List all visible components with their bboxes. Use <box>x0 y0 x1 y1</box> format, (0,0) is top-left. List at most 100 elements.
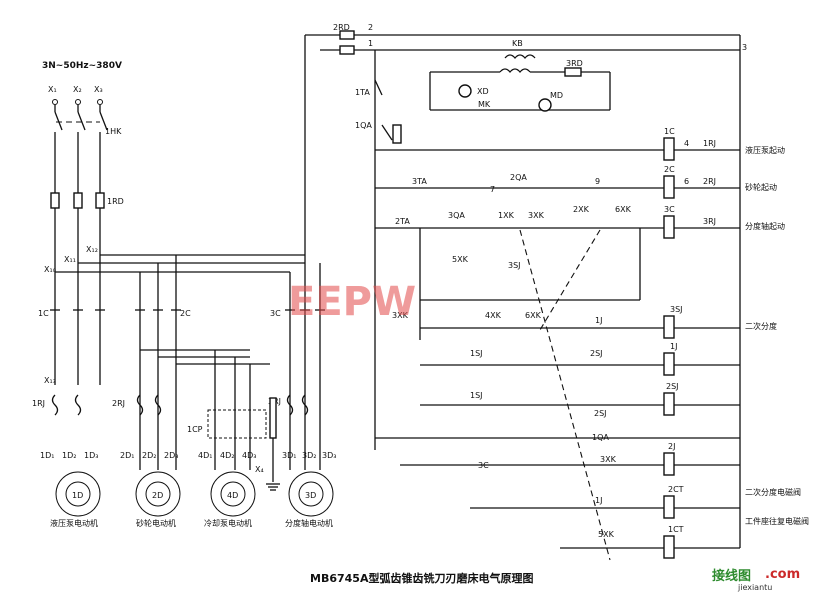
rj2-label: 2RJ <box>112 399 125 408</box>
lamp-circuit: KB 3RD XD MD MK <box>429 39 611 112</box>
rj3-ctrl-label: 3RJ <box>703 217 716 226</box>
svg-text:4D₂: 4D₂ <box>220 451 234 460</box>
wire-1: 1 <box>368 39 373 48</box>
rj1-ctrl-label: 1RJ <box>703 139 716 148</box>
rung-label-2: 砂轮起动 <box>745 182 777 192</box>
sj2b-label: 2SJ <box>594 409 607 418</box>
rung-label-6: 工件座往复电磁阀 <box>745 516 809 526</box>
coil-3sj <box>663 315 675 339</box>
diagram-title: MB6745A型弧齿锥齿铣刀刃磨床电气原理图 <box>310 571 533 585</box>
main-switch <box>52 99 108 140</box>
rj1-label: 1RJ <box>32 399 45 408</box>
coil-1c <box>663 137 675 161</box>
coil-1j <box>663 352 675 376</box>
coil-2j-label: 2J <box>668 442 675 451</box>
svg-text:2D₂: 2D₂ <box>142 451 156 460</box>
xk2-label: 2XK <box>573 205 590 214</box>
c3-label: 3C <box>270 309 281 318</box>
xk4-label: 4XK <box>485 311 502 320</box>
wire-4: 4 <box>684 139 689 148</box>
phase-label-1: X₁ <box>48 85 57 94</box>
j1b-label: 1J <box>595 496 602 505</box>
qa3-label: 3QA <box>448 211 465 220</box>
svg-text:1D₁: 1D₁ <box>40 451 54 460</box>
coil-3sj-label: 3SJ <box>670 305 683 314</box>
rj2-ctrl-label: 2RJ <box>703 177 716 186</box>
motor-3d: 3D₁ 3D₂ 3D₃ 3D <box>282 451 336 517</box>
c2-label: 2C <box>180 309 191 318</box>
mechanical-link-2 <box>539 229 601 331</box>
fuse-1rd <box>50 192 105 209</box>
sj2-label: 2SJ <box>590 349 603 358</box>
watermark: EEPW <box>288 279 416 325</box>
coil-1c-label: 1C <box>664 127 675 136</box>
x13-label: X₁₃ <box>44 376 56 385</box>
svg-text:2D₁: 2D₁ <box>120 451 134 460</box>
rung-label-3: 分度轴起动 <box>745 221 785 231</box>
xk3-label: 3XK <box>528 211 545 220</box>
coolant-branch <box>140 349 280 491</box>
mechanical-link-1 <box>519 229 611 561</box>
c3-ctrl-label: 3C <box>478 461 489 470</box>
xk5-label: 5XK <box>452 255 469 264</box>
motor-1d: 1D₁ 1D₂ 1D₃ 1D <box>40 451 101 517</box>
coil-1ct <box>663 535 675 559</box>
xk6b-label: 6XK <box>525 311 542 320</box>
x10-label: X₁₀ <box>44 265 56 274</box>
svg-text:3D₂: 3D₂ <box>302 451 316 460</box>
rung-label-4: 二次分度 <box>745 321 777 331</box>
c1-label: 1C <box>38 309 49 318</box>
wire-6: 6 <box>684 177 689 186</box>
phase-label-2: X₂ <box>73 85 82 94</box>
xk5b-label: 5XK <box>598 530 615 539</box>
rung-label-5: 二次分度电磁阀 <box>745 487 801 497</box>
svg-text:3RD: 3RD <box>566 59 583 68</box>
svg-text:4D₃: 4D₃ <box>242 451 256 460</box>
svg-text:2D: 2D <box>152 491 163 500</box>
motor-4d: 4D₁ 4D₂ 4D₃ 4D <box>198 451 256 517</box>
coil-2ct <box>663 495 675 519</box>
x11-label: X₁₁ <box>64 255 76 264</box>
motor-4d-name: 冷却泵电动机 <box>204 518 252 528</box>
ta2-label: 3TA <box>412 177 427 186</box>
fuse-control <box>339 45 355 55</box>
svg-text:2D₃: 2D₃ <box>164 451 178 460</box>
xf-label: X₄ <box>255 465 264 474</box>
svg-text:1D₃: 1D₃ <box>84 451 98 460</box>
thermal-relays <box>51 394 309 416</box>
coil-3c-label: 3C <box>664 205 675 214</box>
cp-label: 1CP <box>187 425 203 434</box>
qa1-label: 1QA <box>355 121 372 130</box>
rd1-label: 1RD <box>107 197 124 206</box>
wire-9: 9 <box>595 177 600 186</box>
svg-text:XD: XD <box>477 87 489 96</box>
xk-side-label: 3XK <box>392 311 409 320</box>
coil-1ct-label: 1CT <box>668 525 684 534</box>
xk6-label: 6XK <box>615 205 632 214</box>
coil-2ct-label: 2CT <box>668 485 684 494</box>
qa2-label: 2QA <box>510 173 527 182</box>
coil-2c <box>663 175 675 199</box>
supply-label: 3N~50Hz~380V <box>42 61 122 71</box>
coil-1j-label: 1J <box>670 342 677 351</box>
motor-2d: 2D₁ 2D₂ 2D₃ 2D <box>120 451 181 517</box>
phase-label-3: X₃ <box>94 85 103 94</box>
svg-text:3D: 3D <box>305 491 316 500</box>
svg-text:MK: MK <box>478 100 491 109</box>
coil-2j <box>663 452 675 476</box>
wire-3: 3 <box>742 43 747 52</box>
footer-site: jiexiantu <box>737 583 772 592</box>
ta1-label: 1TA <box>355 88 370 97</box>
coil-3c <box>663 215 675 239</box>
rd2-label: 2RD <box>333 23 350 32</box>
coil-2sj-label: 2SJ <box>666 382 679 391</box>
sj1b-label: 1SJ <box>470 391 483 400</box>
rung-label-1: 液压泵起动 <box>745 145 785 155</box>
button-1ta-1qa[interactable] <box>374 79 402 144</box>
motor-1d-name: 液压泵电动机 <box>50 518 98 528</box>
j1-contact-label: 1J <box>595 316 602 325</box>
xk1-label: 1XK <box>498 211 515 220</box>
svg-text:1D₂: 1D₂ <box>62 451 76 460</box>
